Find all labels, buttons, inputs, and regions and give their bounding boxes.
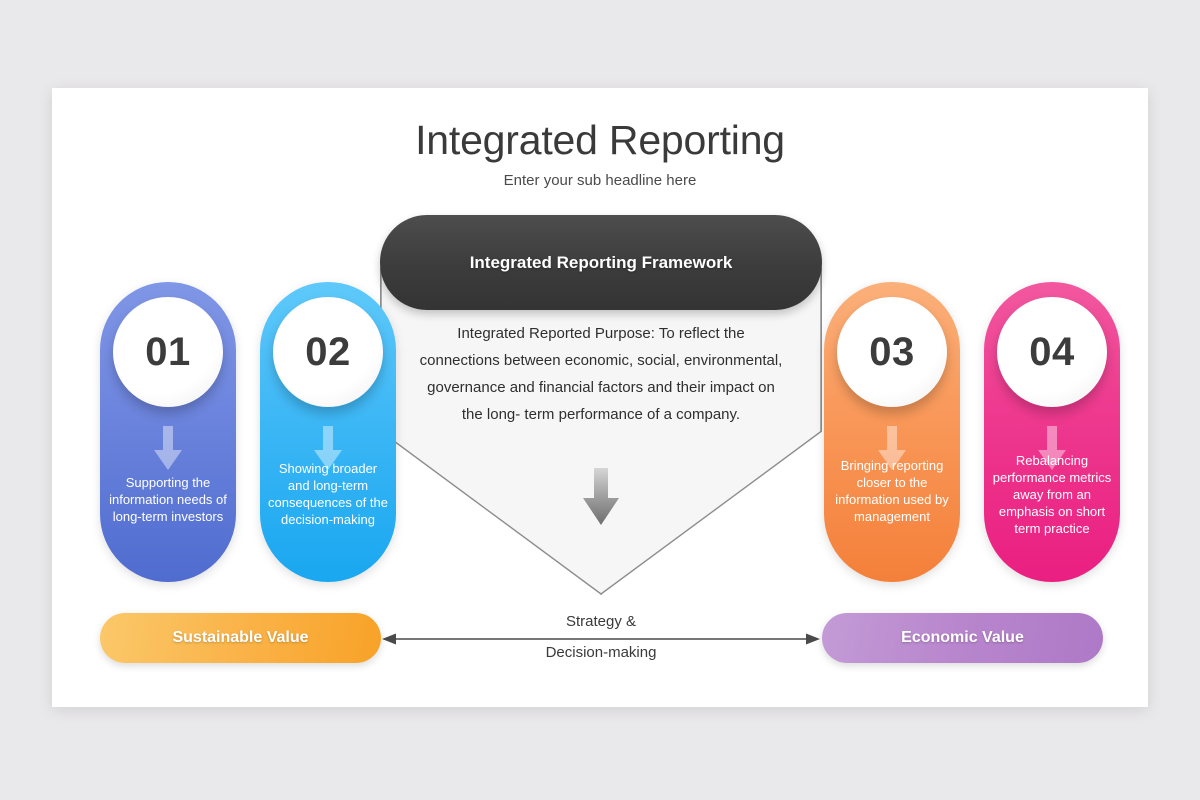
step-pill-04[interactable]: 04 Rebalancing performance metrics away … bbox=[984, 282, 1120, 582]
economic-value-label: Economic Value bbox=[901, 629, 1024, 646]
step-text-04: Rebalancing performance metrics away fro… bbox=[992, 453, 1112, 536]
page-title: Integrated Reporting bbox=[415, 117, 785, 163]
step-pill-03[interactable]: 03 Bringing reporting closer to the info… bbox=[824, 282, 960, 582]
framework-description: Integrated Reported Purpose: To reflect … bbox=[419, 325, 783, 423]
sustainable-value-label: Sustainable Value bbox=[172, 629, 309, 646]
step-badge-01: 01 bbox=[113, 297, 223, 407]
step-pill-02[interactable]: 02 Showing broader and long-term consequ… bbox=[260, 282, 396, 582]
framework-panel-body bbox=[380, 268, 822, 595]
economic-value-banner[interactable]: Economic Value bbox=[822, 613, 1103, 663]
down-arrow-icon bbox=[154, 426, 182, 470]
sustainable-value-banner[interactable]: Sustainable Value bbox=[100, 613, 381, 663]
step-badge-04: 04 bbox=[997, 297, 1107, 407]
down-arrow-icon bbox=[1038, 426, 1066, 470]
down-arrow-icon bbox=[878, 426, 906, 470]
step-pill-01[interactable]: 01 Supporting the information needs of l… bbox=[100, 282, 236, 582]
step-number-02: 02 bbox=[305, 329, 351, 374]
framework-panel: Integrated Reporting Framework Integrate… bbox=[380, 215, 822, 595]
step-text-01: Supporting the information needs of long… bbox=[109, 475, 227, 524]
step-text-03: Bringing reporting closer to the informa… bbox=[835, 458, 949, 524]
slide-canvas: Integrated Reporting Enter your sub head… bbox=[52, 88, 1148, 707]
step-number-04: 04 bbox=[1029, 329, 1075, 374]
page-subtitle: Enter your sub headline here bbox=[503, 172, 697, 189]
step-number-01: 01 bbox=[145, 329, 191, 374]
strategy-label-bottom: Decision-making bbox=[545, 644, 657, 661]
step-number-03: 03 bbox=[869, 329, 915, 374]
down-arrow-icon bbox=[314, 426, 342, 470]
step-text-02: Showing broader and long-term consequenc… bbox=[268, 461, 388, 527]
strategy-label-top: Strategy & bbox=[565, 613, 637, 630]
framework-header: Integrated Reporting Framework bbox=[380, 215, 822, 310]
step-badge-03: 03 bbox=[837, 297, 947, 407]
step-badge-02: 02 bbox=[273, 297, 383, 407]
down-arrow-icon bbox=[583, 468, 619, 525]
double-headed-arrow-icon bbox=[382, 633, 820, 645]
framework-header-label: Integrated Reporting Framework bbox=[469, 252, 733, 272]
